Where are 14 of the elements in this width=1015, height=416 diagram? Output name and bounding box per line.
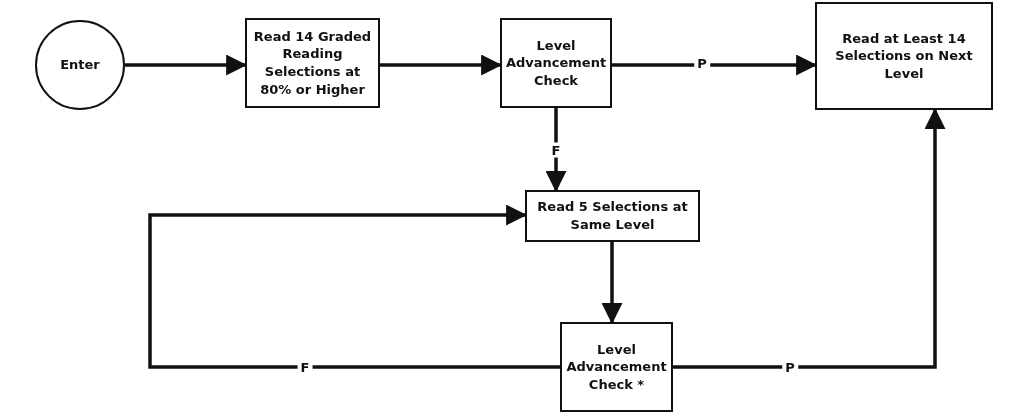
node-label: Read 14 Graded Reading Selections at 80% or Higher [252, 27, 373, 99]
node-label: Level Advancement Check [505, 36, 607, 90]
node-label: Enter [60, 56, 100, 74]
process-box [525, 190, 700, 242]
node-label: Read 5 Selections at Same Level [536, 198, 689, 234]
process-box [245, 18, 380, 108]
node-label: Read at Least 14 Selections on Next Level [834, 29, 974, 83]
node-label: Level Advancement Check * [566, 340, 667, 394]
process-box [815, 2, 993, 110]
arrow [545, 108, 567, 193]
arrow [601, 242, 623, 325]
process-box [500, 18, 612, 108]
process-box [560, 322, 673, 412]
arrow [148, 204, 560, 369]
